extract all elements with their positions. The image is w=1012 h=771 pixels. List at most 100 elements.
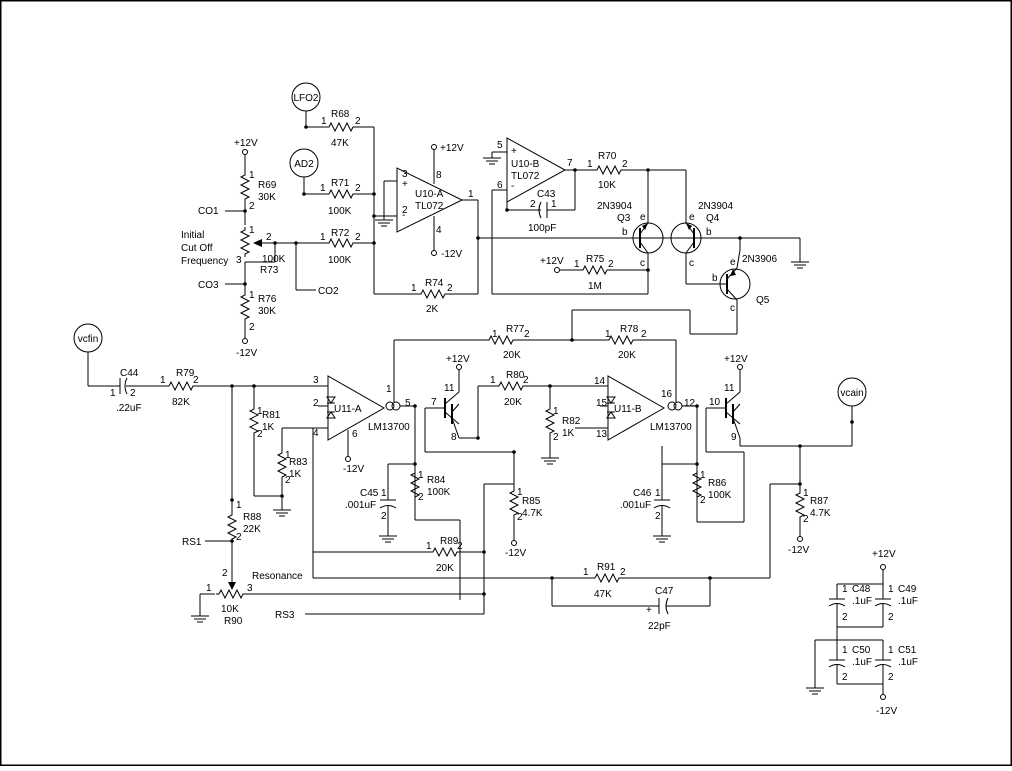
svg-text:2: 2 (447, 283, 453, 294)
svg-text:2: 2 (381, 511, 387, 522)
svg-text:100K: 100K (328, 255, 352, 266)
resistor-r70: R70 10K 1 2 (575, 151, 686, 191)
svg-text:1: 1 (386, 384, 392, 395)
svg-text:2: 2 (888, 612, 894, 623)
svg-text:100K: 100K (427, 487, 451, 498)
svg-text:16: 16 (661, 389, 673, 400)
svg-text:9: 9 (731, 432, 737, 443)
svg-text:1: 1 (842, 584, 848, 595)
svg-text:R87: R87 (810, 496, 829, 507)
svg-text:3: 3 (236, 255, 242, 266)
svg-text:2: 2 (553, 432, 559, 443)
svg-text:.1uF: .1uF (898, 657, 918, 668)
svg-text:TL072: TL072 (511, 171, 540, 182)
svg-text:2N3904: 2N3904 (698, 201, 733, 212)
svg-text:7: 7 (431, 397, 437, 408)
svg-text:1K: 1K (262, 422, 275, 433)
svg-text:1: 1 (249, 225, 255, 236)
svg-text:2: 2 (842, 672, 848, 683)
svg-text:.1uF: .1uF (898, 596, 918, 607)
svg-text:R89: R89 (440, 536, 459, 547)
svg-text:2: 2 (257, 429, 263, 440)
svg-text:1: 1 (700, 470, 706, 481)
svg-text:1: 1 (320, 183, 326, 194)
svg-text:R88: R88 (243, 512, 262, 523)
ad2-connector: AD2 (289, 148, 319, 196)
svg-text:10: 10 (709, 397, 721, 408)
capacitor-c45: C45 .001uF 1 2 (345, 463, 415, 543)
capacitor-c44: C44 .22uF 1 2 (110, 368, 166, 414)
svg-text:82K: 82K (172, 397, 190, 408)
svg-text:1: 1 (411, 283, 417, 294)
svg-text:20K: 20K (436, 563, 454, 574)
svg-text:e: e (730, 257, 736, 268)
svg-text:R79: R79 (176, 368, 195, 379)
svg-text:1K: 1K (562, 428, 575, 439)
svg-text:20K: 20K (504, 397, 522, 408)
potentiometer-r73: 100K R73 2 1 3 CO2 (236, 225, 339, 297)
svg-text:R85: R85 (522, 496, 541, 507)
initial-label: Initial (181, 230, 204, 241)
buffer-transistor-1: +12V 11 7 8 (424, 354, 514, 453)
svg-text:100K: 100K (262, 254, 286, 265)
svg-text:-: - (511, 181, 514, 192)
co1-label: CO1 (198, 206, 219, 217)
svg-text:30K: 30K (258, 192, 276, 203)
svg-text:1: 1 (321, 116, 327, 127)
svg-text:2: 2 (130, 388, 136, 399)
svg-text:2: 2 (355, 232, 361, 243)
svg-text:2: 2 (530, 199, 536, 210)
svg-text:Q3: Q3 (617, 213, 631, 224)
svg-text:+12V: +12V (440, 143, 464, 154)
transistor-q4: 2N3904 Q4 e b c (670, 170, 740, 285)
svg-text:-12V: -12V (505, 548, 526, 559)
svg-text:-12V: -12V (441, 249, 462, 260)
svg-text:b: b (712, 273, 718, 284)
resistor-r87: -12V R87 4.7K 1 2 (788, 446, 831, 556)
svg-text:R82: R82 (562, 416, 581, 427)
svg-text:6: 6 (497, 180, 503, 191)
svg-text:.001uF: .001uF (620, 500, 651, 511)
svg-text:2: 2 (313, 398, 319, 409)
resistor-r85: R85 4.7K 1 2 (509, 487, 543, 540)
svg-text:Q5: Q5 (756, 295, 770, 306)
vcain-connector: vcain (837, 377, 867, 446)
svg-text:c: c (689, 258, 694, 269)
svg-text:.1uF: .1uF (852, 596, 872, 607)
svg-text:b: b (706, 227, 712, 238)
cutoff-label: Cut Off (181, 243, 213, 254)
svg-text:R78: R78 (620, 324, 639, 335)
svg-text:e: e (640, 212, 646, 223)
resistor-r68: R68 47K 1 2 (306, 109, 374, 149)
svg-text:1M: 1M (588, 281, 602, 292)
resistor-r89: R89 20K 1 2 (313, 536, 484, 574)
opamp-u10b: + - U10-B TL072 5 6 7 (482, 137, 573, 294)
rs3-label: RS3 (275, 610, 295, 621)
svg-text:1: 1 (553, 406, 559, 417)
svg-text:c: c (730, 303, 735, 314)
svg-text:30K: 30K (258, 306, 276, 317)
svg-text:.22uF: .22uF (116, 403, 142, 414)
svg-text:2: 2 (355, 116, 361, 127)
svg-text:2: 2 (355, 183, 361, 194)
svg-text:+12V: +12V (446, 354, 470, 365)
svg-text:2: 2 (641, 329, 647, 340)
lfo2-connector: LFO2 (291, 82, 321, 129)
rs1-label: RS1 (182, 537, 202, 548)
co2-label: CO2 (318, 286, 339, 297)
svg-text:3: 3 (402, 169, 408, 180)
svg-text:1: 1 (418, 470, 424, 481)
svg-text:3: 3 (313, 375, 319, 386)
svg-text:R90: R90 (224, 616, 243, 627)
svg-text:C45: C45 (360, 488, 379, 499)
svg-text:U11-B: U11-B (614, 404, 642, 415)
svg-text:R80: R80 (506, 370, 525, 381)
svg-text:C48: C48 (852, 584, 871, 595)
svg-text:R86: R86 (708, 478, 727, 489)
svg-text:-12V: -12V (236, 348, 257, 359)
svg-text:20K: 20K (618, 350, 636, 361)
svg-text:3: 3 (247, 583, 253, 594)
svg-text:2: 2 (249, 322, 255, 333)
ota-u11b: 14 15 13 U11-B LM13700 16 12 (594, 375, 697, 441)
